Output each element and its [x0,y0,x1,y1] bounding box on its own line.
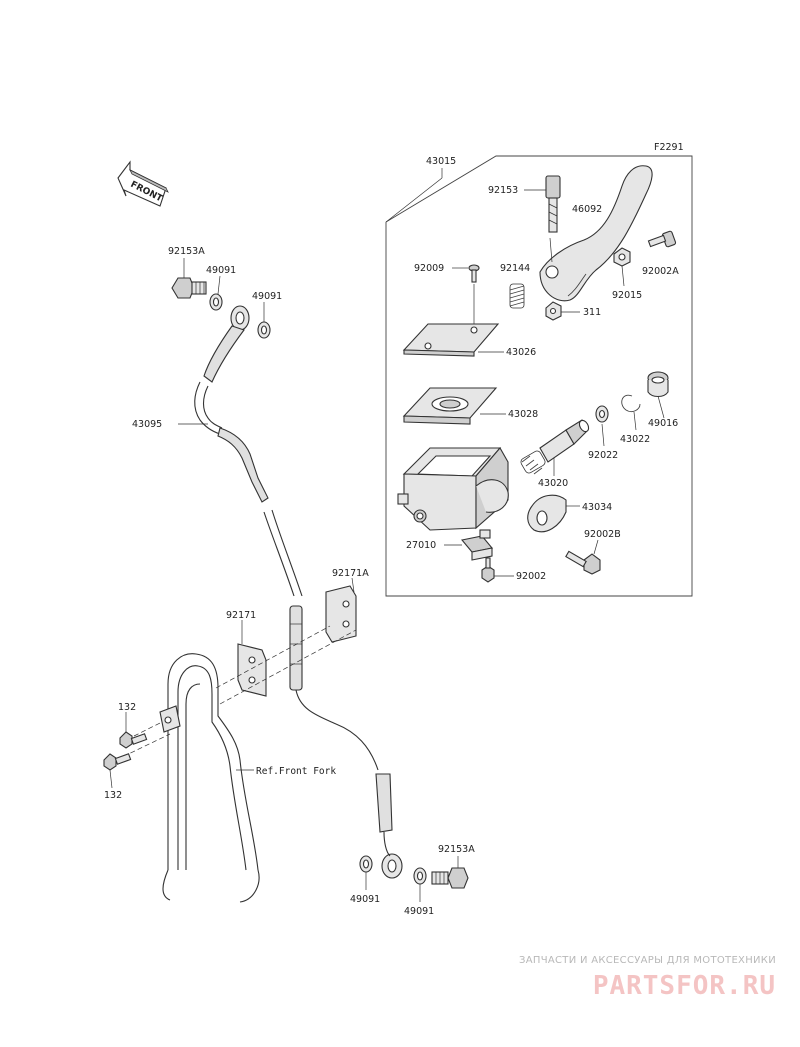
clamp-92171A [325,585,357,643]
boot-49016 [647,371,669,398]
screw-92002 [481,557,495,583]
label-49091-a: 49091 [206,265,236,276]
washer-49091-a [209,293,223,311]
bolt-132-b [103,753,132,771]
master-cylinder-assembly-frame [385,155,693,597]
bolt-132-a [119,731,148,749]
diagram-code: F2291 [654,142,684,153]
label-132-a: 132 [118,702,136,713]
label-43015: 43015 [426,156,456,167]
brake-hose-43095 [194,305,403,879]
label-27010: 27010 [406,540,436,551]
label-43026: 43026 [506,347,536,358]
label-92153A-bottom: 92153A [438,844,475,855]
clamp-43034 [527,494,567,533]
label-43034: 43034 [582,502,612,513]
nut-311 [545,301,562,321]
label-132-b: 132 [104,790,122,801]
label-49091-d: 49091 [404,906,434,917]
label-92009: 92009 [414,263,444,274]
spring-92144 [509,283,525,309]
label-46092: 46092 [572,204,602,215]
label-92002A: 92002A [642,266,679,277]
label-49091-b: 49091 [252,291,282,302]
label-43095: 43095 [132,419,162,430]
banjo-bolt-92153A-bottom [431,867,469,889]
reference-front-fork: Ref.Front Fork [256,766,336,777]
label-92002: 92002 [516,571,546,582]
banjo-bolt-92153A-top [171,277,207,299]
piston-kit-43020 [520,419,590,475]
circlip-43022 [621,394,641,413]
label-92153A-top: 92153A [168,246,205,257]
bolt-92002B [565,550,601,575]
label-311: 311 [583,307,601,318]
bolt-92153 [545,175,561,233]
label-92144: 92144 [500,263,530,274]
clamp-92171 [237,643,267,697]
label-49016: 49016 [648,418,678,429]
label-92002B: 92002B [584,529,621,540]
washer-49091-d [413,867,427,885]
reservoir-cap-43026 [402,323,500,357]
nut-92015 [613,247,631,267]
brake-switch-27010 [460,529,494,561]
screw-92009 [468,264,480,283]
label-92153: 92153 [488,185,518,196]
assembly-guide-lines [115,625,357,761]
watermark-tagline: ЗАПЧАСТИ И АКСЕССУАРЫ ДЛЯ МОТОТЕХНИКИ [519,955,776,966]
label-49091-c: 49091 [350,894,380,905]
label-92171: 92171 [226,610,256,621]
label-43020: 43020 [538,478,568,489]
label-92015: 92015 [612,290,642,301]
front-arrow-icon: FRONT [117,160,169,207]
diaphragm-43028 [402,387,498,425]
washer-49091-b [257,321,271,339]
label-92171A: 92171A [332,568,369,579]
front-fork-outline [159,653,260,903]
label-43028: 43028 [508,409,538,420]
washer-49091-c [359,855,373,873]
brake-lever-46092 [539,165,653,302]
bolt-92002A [647,230,677,248]
watermark: ЗАПЧАСТИ И АКСЕССУАРЫ ДЛЯ МОТОТЕХНИКИ PA… [519,955,776,1001]
washer-92022 [595,405,609,423]
label-92022: 92022 [588,450,618,461]
label-43022: 43022 [620,434,650,445]
watermark-brand: PARTSFOR.RU [593,971,776,1001]
master-cylinder-body [397,447,509,531]
